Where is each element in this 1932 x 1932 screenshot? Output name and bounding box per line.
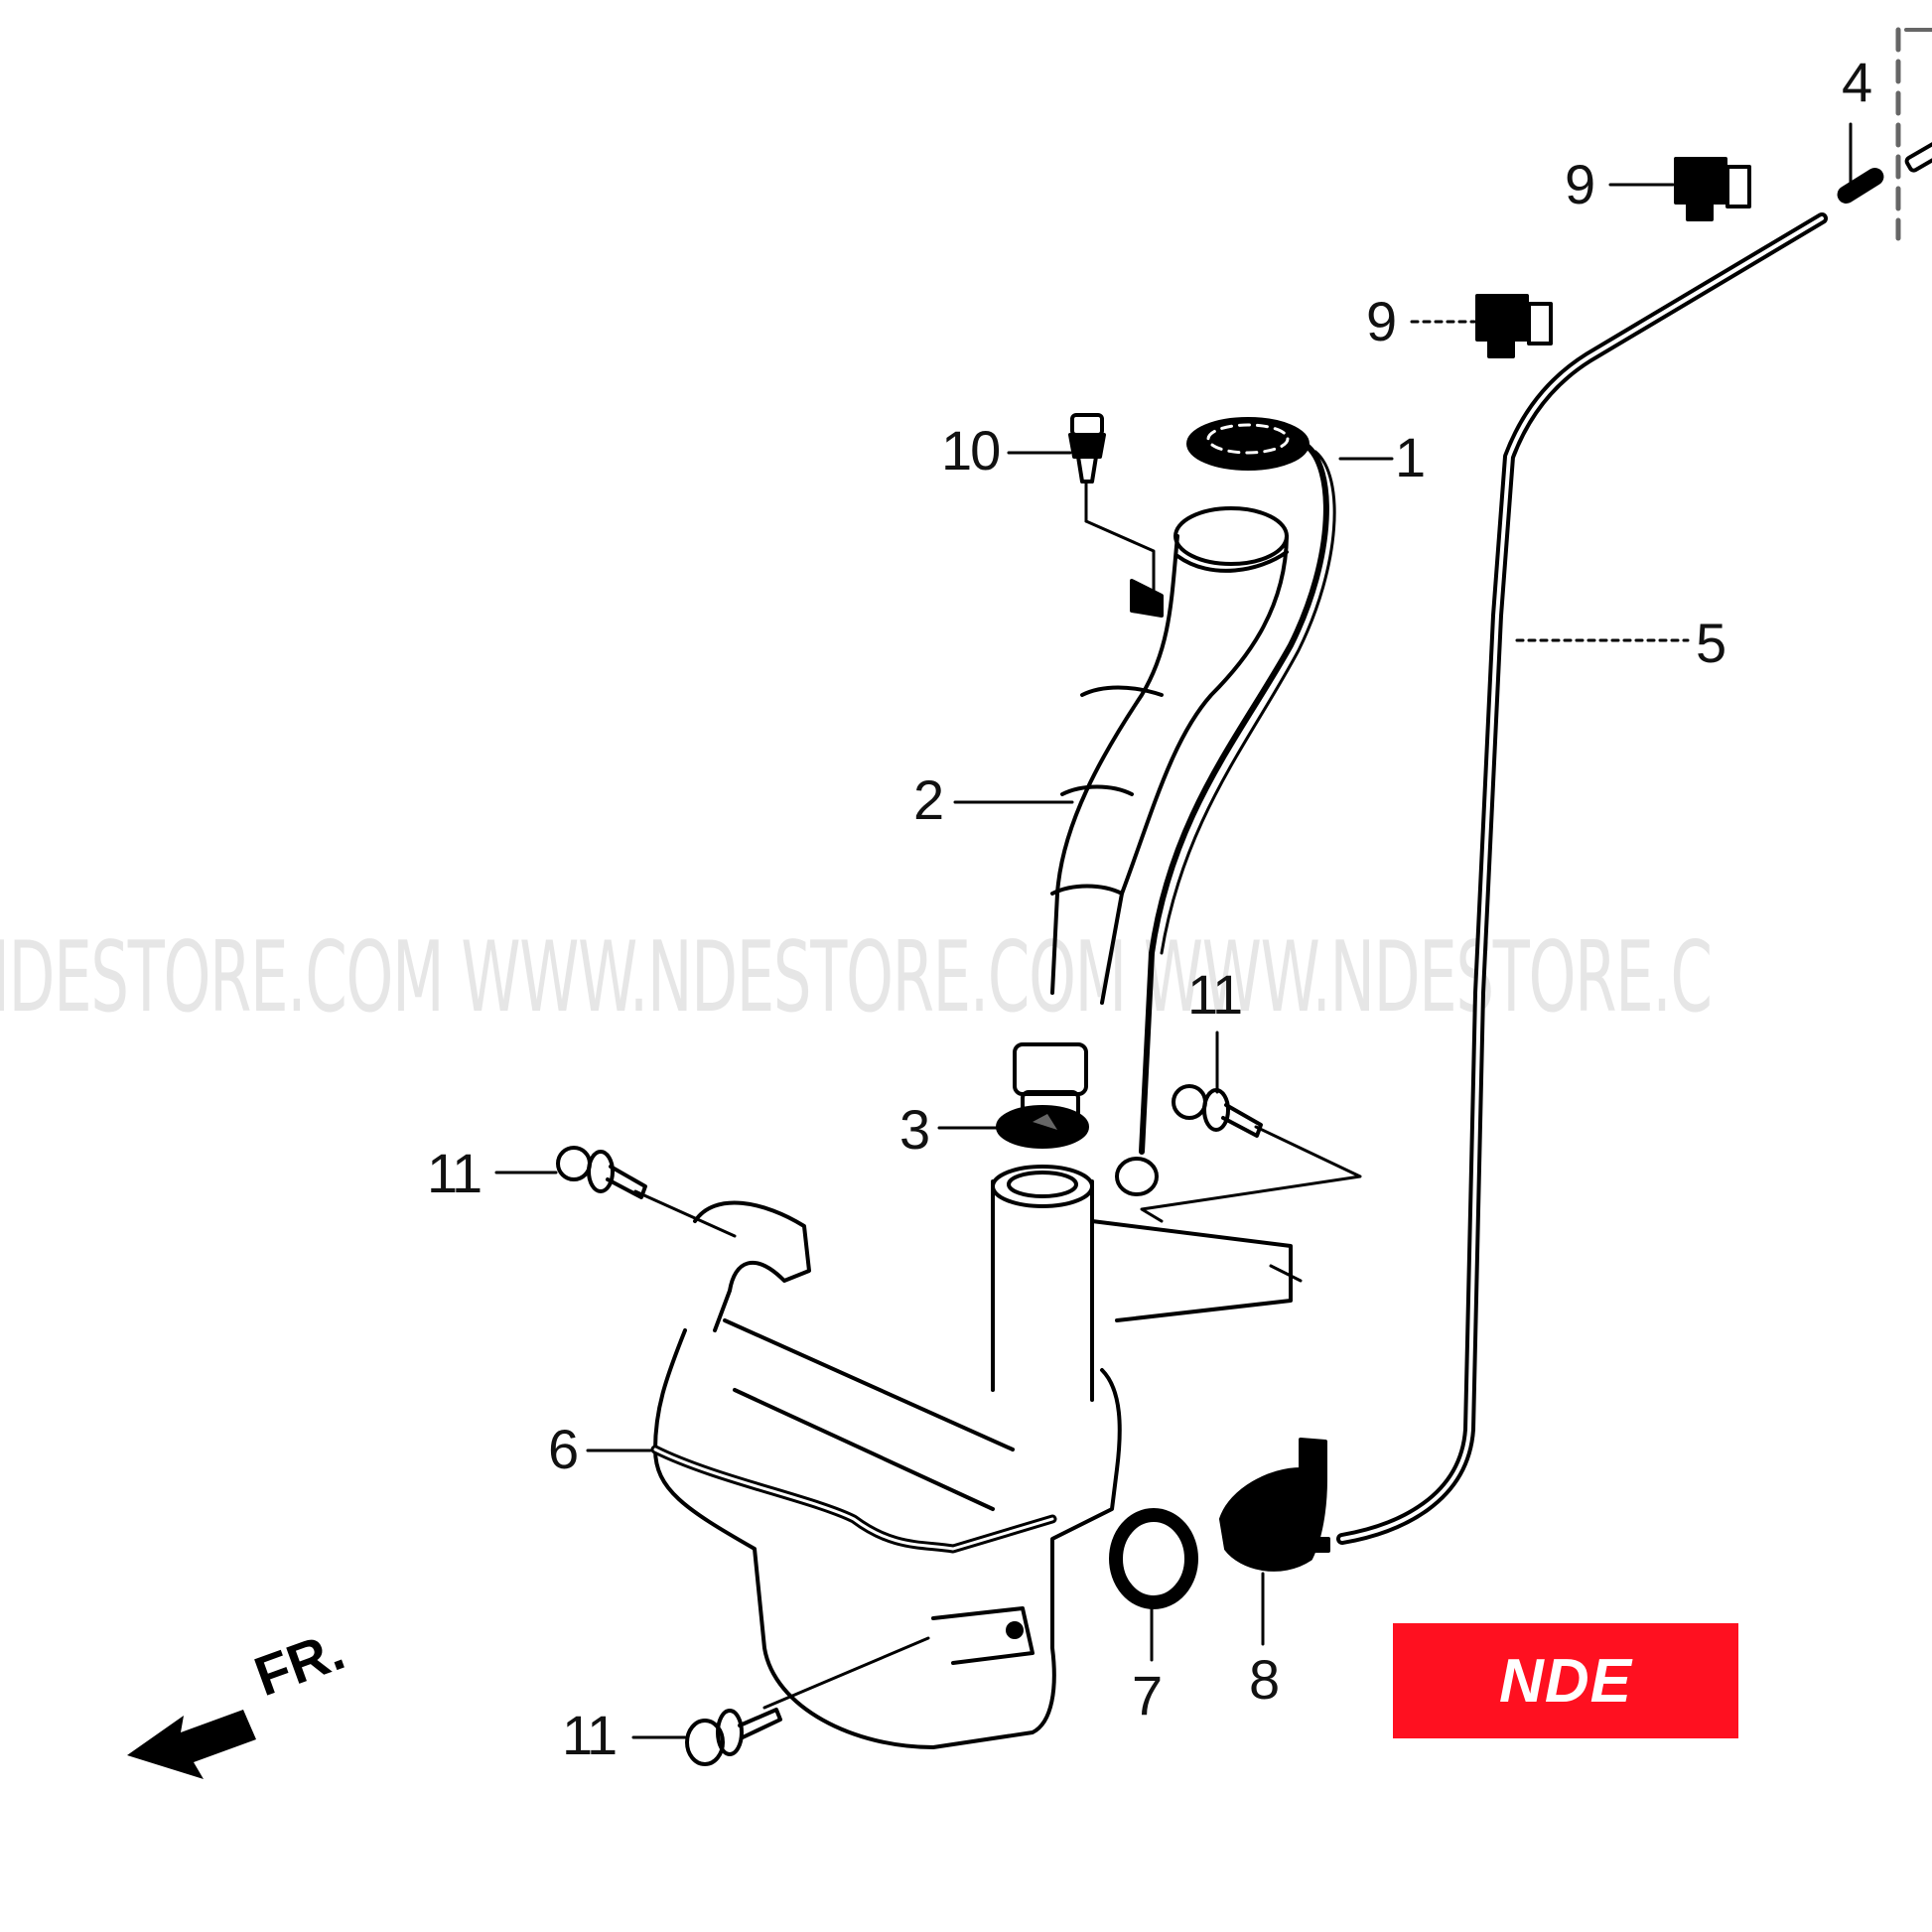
callout-9-upper: 9 [1565,153,1595,215]
filler-cap-icon [1115,417,1336,1196]
hose-clip-upper-icon [1674,157,1751,221]
callout-8: 8 [1249,1648,1280,1711]
callout-9-lower: 9 [1366,290,1397,352]
reservoir-tank-icon [650,1165,1293,1749]
clip-fastener-icon [1068,413,1106,483]
callout-10: 10 [941,419,1001,482]
callout-11-bottom: 11 [562,1704,618,1766]
logo-text: NDE [1499,1646,1632,1716]
seal-grommet-icon [996,1105,1089,1149]
hose-clip-lower-icon [1475,294,1553,358]
callout-2: 2 [913,768,944,831]
leader-lines [494,122,1853,1739]
callout-6: 6 [548,1418,579,1480]
callout-11-left: 11 [427,1142,483,1204]
pump-grommet-icon [1109,1508,1198,1609]
callout-4: 4 [1842,51,1872,113]
flange-bolt-bottom-icon [685,1708,782,1766]
callout-1: 1 [1395,426,1426,488]
washer-hose-icon [1336,212,1828,1545]
nde-logo: NDE [1393,1623,1738,1738]
callout-7: 7 [1132,1664,1163,1726]
hose-connector-icon [1837,27,1932,241]
front-direction-arrow-icon [127,1710,256,1779]
filler-neck-icon [1013,506,1289,1138]
callout-3: 3 [899,1098,930,1161]
callout-11-right: 11 [1187,963,1243,1026]
flange-bolt-right-icon [1172,1084,1263,1138]
callout-5: 5 [1696,612,1726,674]
washer-pump-icon [1219,1438,1330,1572]
logo-background [1393,1623,1738,1738]
flange-bolt-left-icon [556,1146,647,1199]
